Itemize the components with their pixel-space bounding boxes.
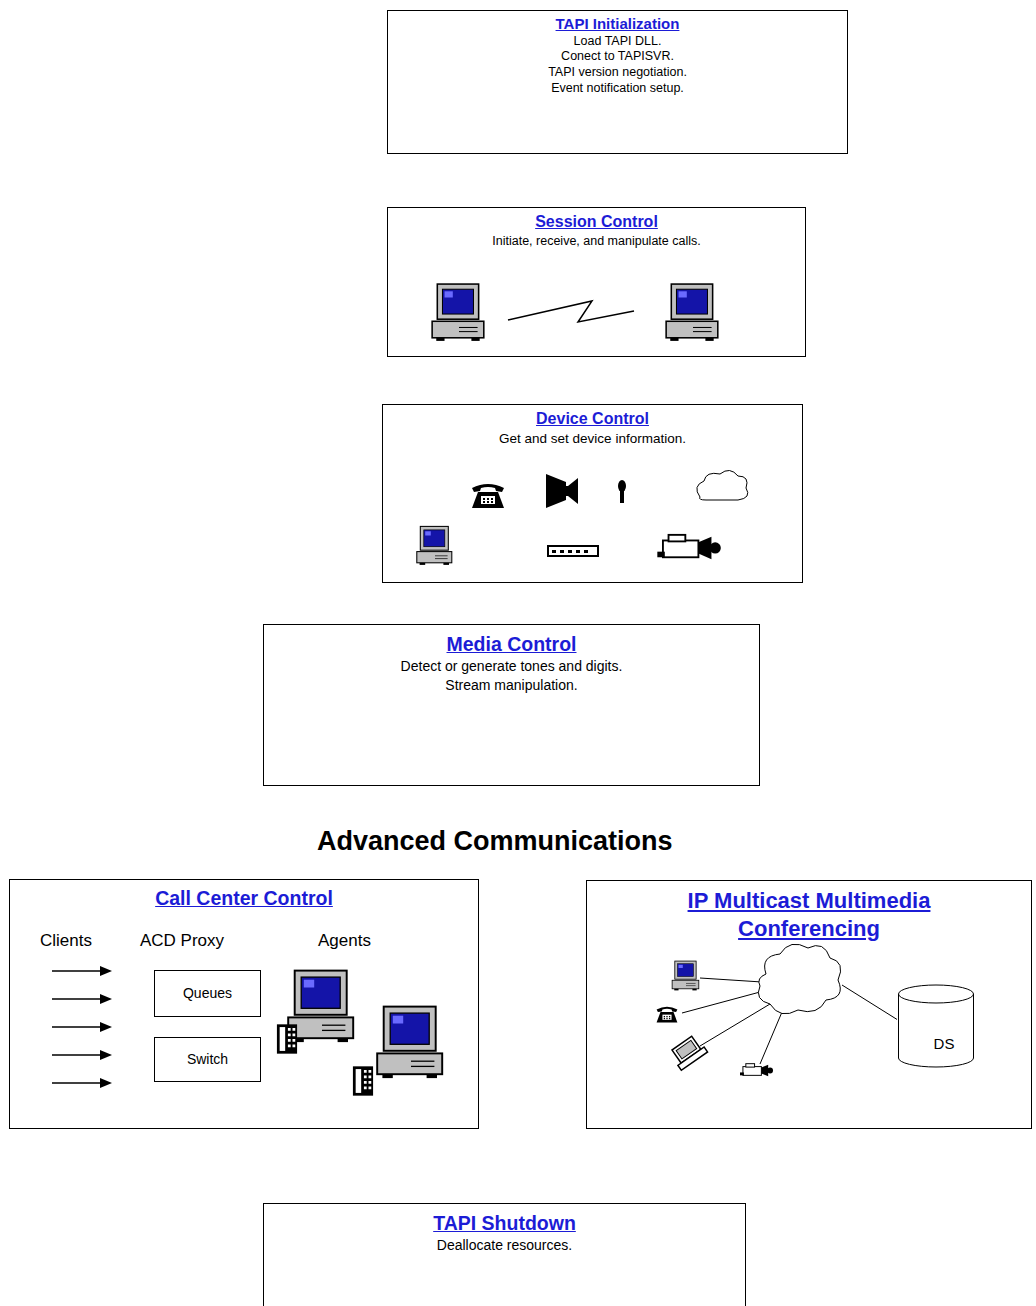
shutdown-box: TAPI ShutdownDeallocate resources. bbox=[263, 1203, 746, 1306]
box-heading: TAPI Shutdown bbox=[264, 1210, 745, 1236]
box-text: Queues bbox=[155, 985, 260, 1002]
box-text: Load TAPI DLL. bbox=[388, 34, 847, 50]
box-heading: Call Center Control bbox=[10, 886, 478, 911]
multicast-box: DS IP Multicast Multimedia Conferencing bbox=[586, 880, 1032, 1129]
network-wire bbox=[700, 1004, 770, 1046]
switch-box: Switch bbox=[154, 1037, 261, 1082]
box-text: DS bbox=[898, 1035, 990, 1053]
network-wire bbox=[682, 992, 760, 1013]
box-text: Get and set device information. bbox=[383, 430, 802, 448]
box-text: Stream manipulation. bbox=[264, 676, 759, 695]
box-heading: Session Control bbox=[388, 212, 805, 233]
box-text: Switch bbox=[155, 1051, 260, 1068]
callcenter-box: QueuesSwitch Call Center Control bbox=[9, 879, 479, 1129]
box-text: Conect to TAPISVR. bbox=[388, 49, 847, 65]
queue-box: Queues bbox=[154, 970, 261, 1017]
network-wire bbox=[760, 1012, 782, 1064]
network-wire bbox=[700, 978, 762, 982]
network-wire bbox=[842, 985, 897, 1019]
column-label: Clients bbox=[40, 931, 92, 951]
cylinder-outline bbox=[898, 985, 974, 1067]
box-heading: Media Control bbox=[264, 631, 759, 657]
box-heading: IP Multicast Multimedia Conferencing bbox=[644, 887, 974, 942]
init-box: TAPI InitializationLoad TAPI DLL.Conect … bbox=[387, 10, 848, 154]
session-box: Session ControlInitiate, receive, and ma… bbox=[387, 207, 806, 357]
section-heading: Advanced Communications bbox=[317, 826, 673, 857]
device-box: Device ControlGet and set device informa… bbox=[382, 404, 803, 583]
box-text: Event notification setup. bbox=[388, 81, 847, 97]
box-text: Detect or generate tones and digits. bbox=[264, 657, 759, 676]
box-heading: TAPI Initialization bbox=[388, 15, 847, 34]
box-text: Deallocate resources. bbox=[264, 1236, 745, 1255]
box-text: Initiate, receive, and manipulate calls. bbox=[388, 233, 805, 249]
box-text: TAPI version negotiation. bbox=[388, 65, 847, 81]
box-heading: Device Control bbox=[383, 409, 802, 430]
media-box: Media ControlDetect or generate tones an… bbox=[263, 624, 760, 786]
directory-cylinder: DS bbox=[898, 985, 990, 1067]
column-label: Agents bbox=[318, 931, 371, 951]
column-label: ACD Proxy bbox=[140, 931, 224, 951]
